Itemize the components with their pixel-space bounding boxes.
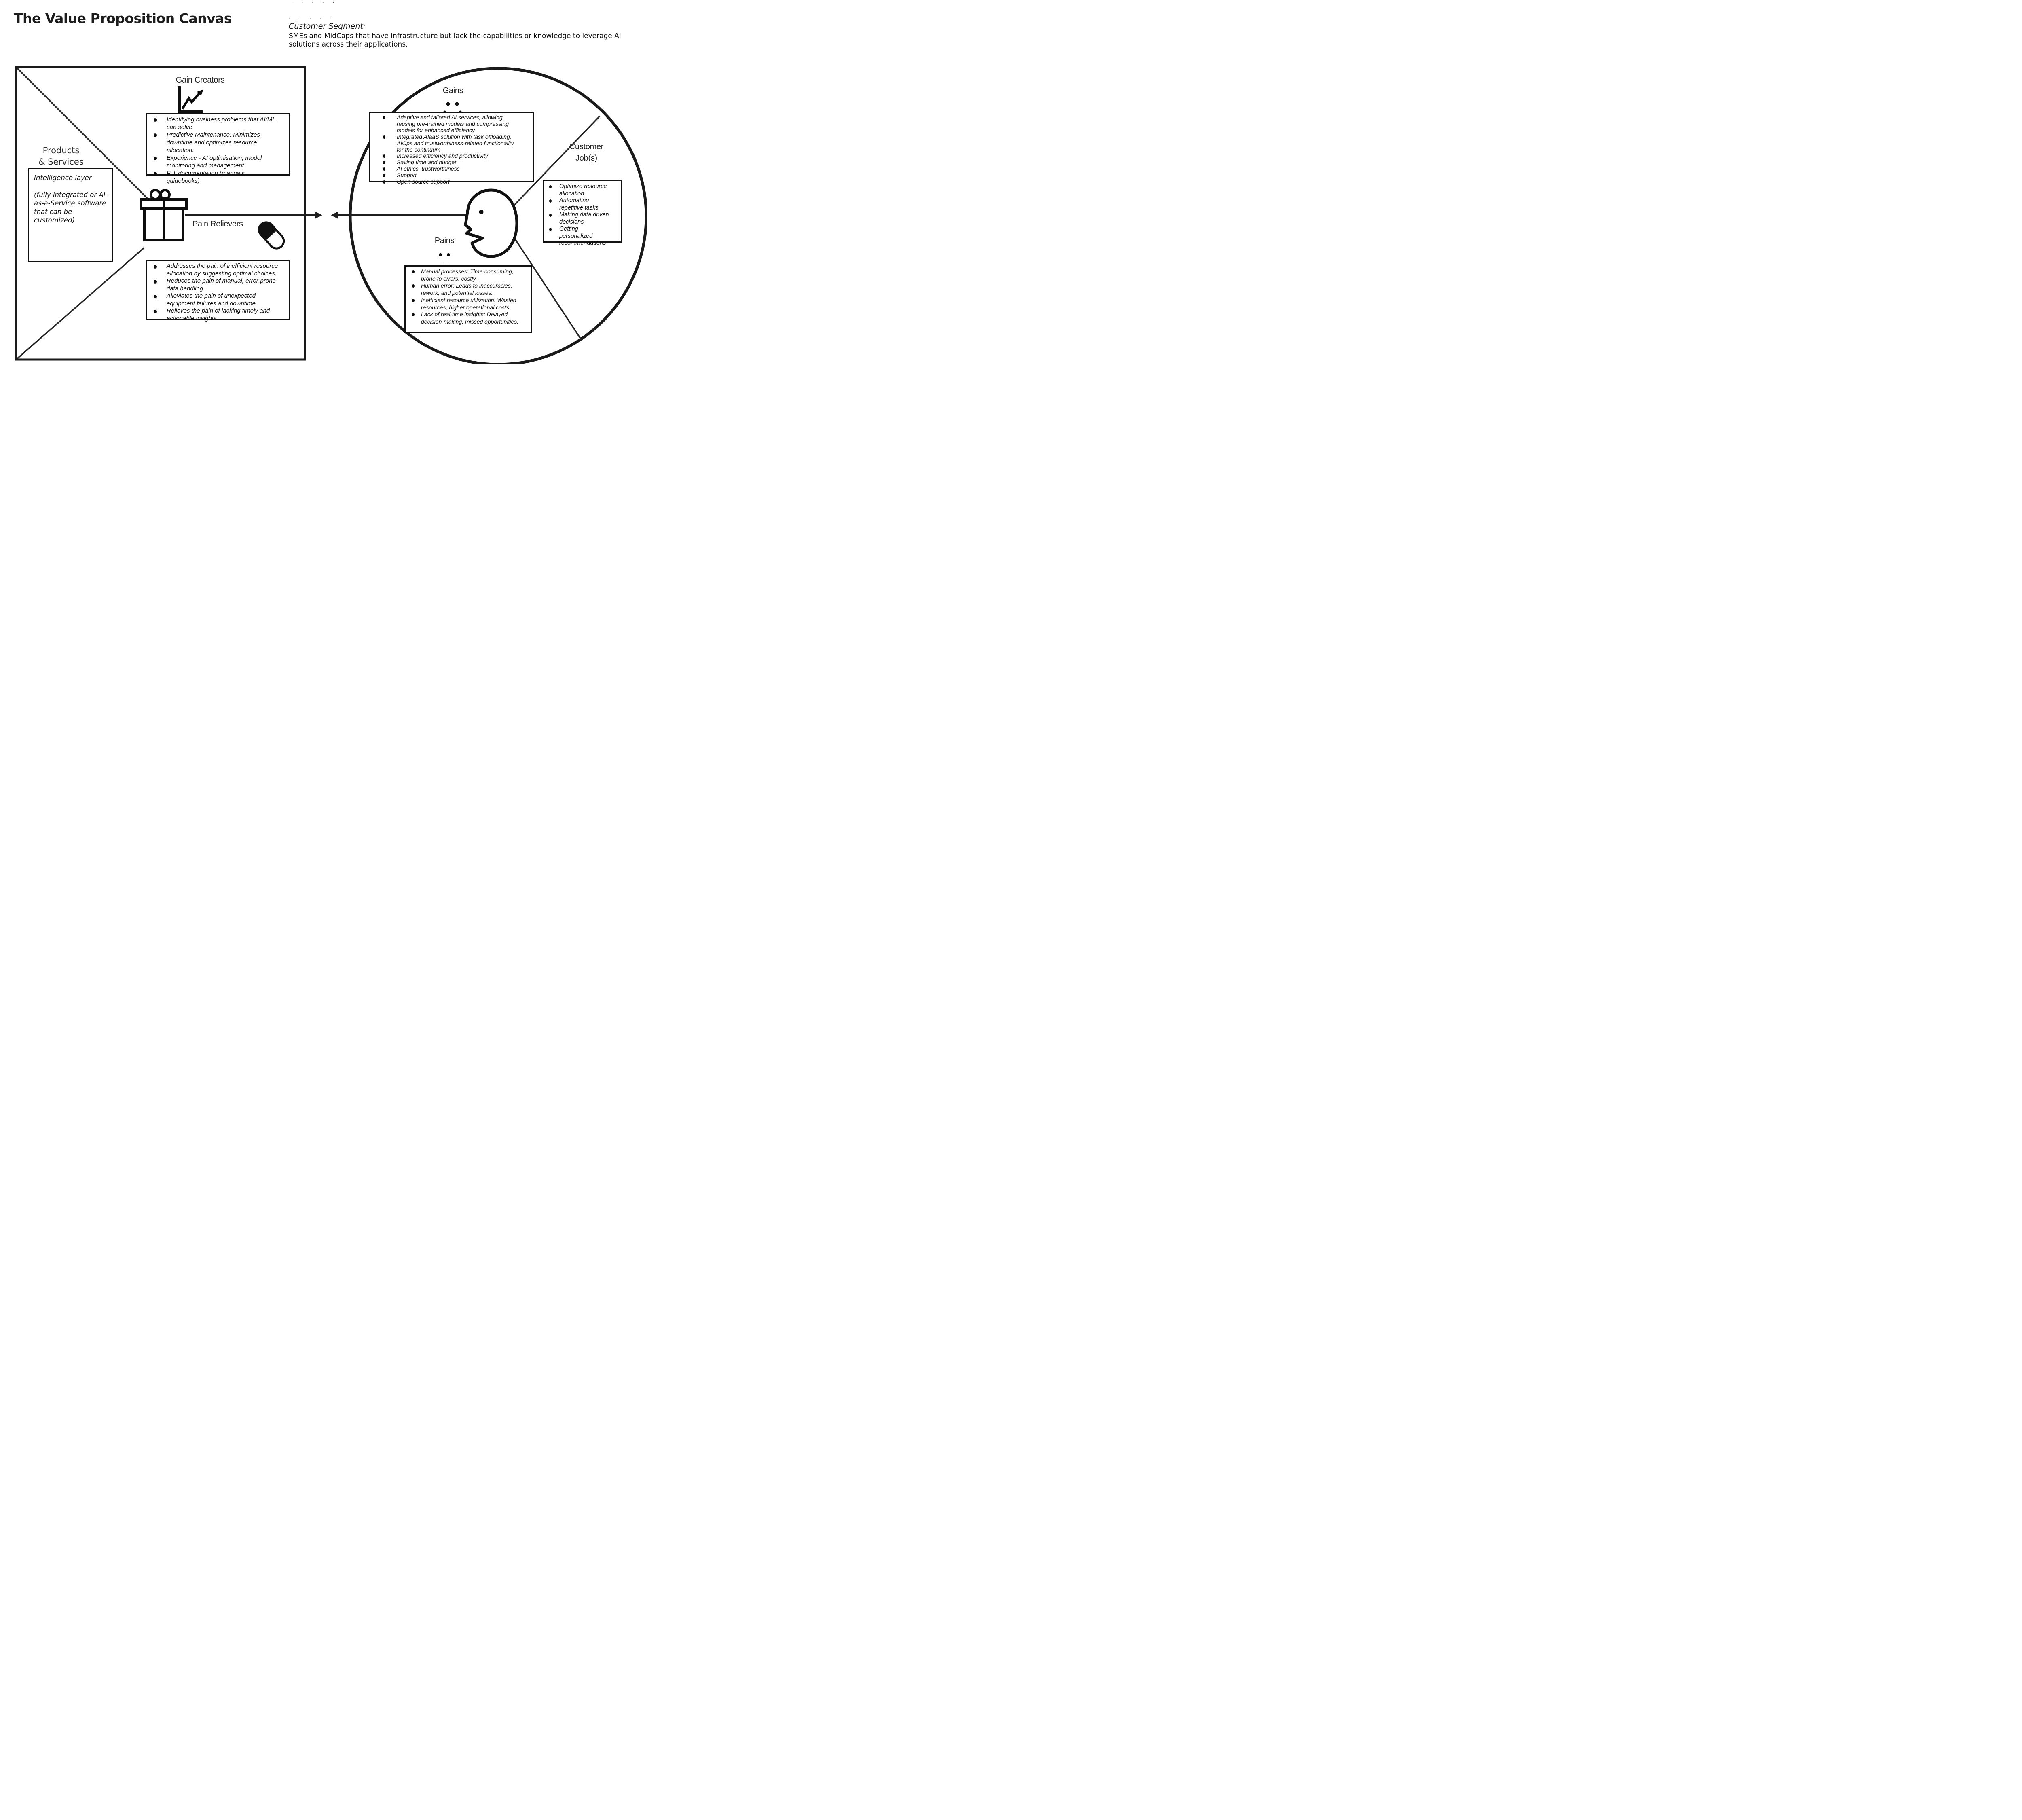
list-item: Reduces the pain of manual, error-prone … <box>147 277 280 292</box>
intelligence-layer-note: (fully integrated or AI-as-a-Service sof… <box>34 191 108 224</box>
right-arrowhead-icon <box>315 212 322 219</box>
list-item: Predictive Maintenance: Minimizes downti… <box>147 131 280 154</box>
pain-relievers-box: Addresses the pain of inefficient resour… <box>146 260 290 322</box>
bullet-icon <box>154 118 157 122</box>
bullet-icon <box>412 298 415 302</box>
customer-segment-description: SMEs and MidCaps that have infrastructur… <box>289 32 621 49</box>
list-item: AI ethics, trustworthiness <box>370 165 515 172</box>
list-item: Alleviates the pain of unexpected equipm… <box>147 292 280 307</box>
growth-chart-icon <box>178 86 203 114</box>
customer-jobs-label-line1: Customer <box>569 142 604 151</box>
square-diagonal-lower <box>16 247 145 360</box>
list-item: Addresses the pain of inefficient resour… <box>147 262 280 277</box>
bullet-icon <box>383 167 385 171</box>
list-item: Inefficient resource utilization: Wasted… <box>406 297 520 311</box>
intelligence-layer-box: Intelligence layer (fully integrated or … <box>28 168 113 262</box>
page-title: The Value Proposition Canvas <box>14 11 232 26</box>
list-item: Manual processes: Time-consuming, prone … <box>406 268 520 282</box>
bullet-icon <box>383 135 385 139</box>
bullet-icon <box>412 313 415 317</box>
gain-creators-label: Gain Creators <box>176 76 225 85</box>
list-item: Lack of real-time insights: Delayed deci… <box>406 311 520 325</box>
pains-box: Manual processes: Time-consuming, prone … <box>404 265 532 333</box>
pill-icon <box>258 221 285 250</box>
bullet-icon <box>154 172 157 176</box>
customer-jobs-box: Optimize resource allocation. Automating… <box>543 180 622 246</box>
list-item: Experience - AI optimisation, model moni… <box>147 154 280 169</box>
bullet-icon <box>549 214 552 217</box>
bullet-icon <box>412 270 415 273</box>
gains-box: Adaptive and tailored AI services, allow… <box>369 112 534 185</box>
bullet-icon <box>154 295 157 298</box>
bullet-icon <box>154 265 157 269</box>
square-diagonal-upper <box>16 67 149 200</box>
list-item: Support <box>370 172 515 179</box>
bullet-icon <box>549 185 552 188</box>
products-services-label-line1: Products <box>42 146 80 155</box>
bullet-icon <box>154 157 157 160</box>
person-profile-icon <box>464 188 518 258</box>
artifact-dots-row: · · · · · <box>291 0 338 6</box>
list-item: Open source support <box>370 178 515 185</box>
circle-divider-upper <box>501 115 601 219</box>
gift-icon <box>140 189 188 241</box>
bullet-icon <box>383 116 385 119</box>
bullet-icon <box>549 228 552 231</box>
bullet-icon <box>383 161 385 165</box>
bullet-icon <box>549 199 552 203</box>
customer-segment-heading: Customer Segment: <box>289 22 366 31</box>
pains-label: Pains <box>434 236 455 245</box>
products-services-label-line2: & Services <box>38 157 84 167</box>
pain-relievers-label: Pain Relievers <box>192 220 243 229</box>
value-proposition-canvas: · · · · · · · · · · · The Value Proposit… <box>0 0 647 364</box>
bullet-icon <box>412 284 415 288</box>
value-map-square <box>15 66 306 361</box>
list-item: Adaptive and tailored AI services, allow… <box>370 114 515 134</box>
bullet-icon <box>154 133 157 137</box>
intelligence-layer-title: Intelligence layer <box>34 174 92 182</box>
bullet-icon <box>154 280 157 284</box>
gain-creators-box: Identifying business problems that AI/ML… <box>146 113 290 184</box>
list-item: Full documentation (manuals, guidebooks) <box>147 169 280 185</box>
list-item: Optimize resource allocation. <box>544 183 613 197</box>
artifact-dot: · <box>296 20 302 25</box>
customer-jobs-label: Customer Job(s) <box>562 141 611 164</box>
list-item: Automating repetitive tasks <box>544 197 613 212</box>
bullet-icon <box>154 310 157 313</box>
list-item: Making data driven decisions <box>544 212 613 226</box>
artifact-dots-row: · · · · · <box>289 15 336 21</box>
list-item: Identifying business problems that AI/ML… <box>147 116 280 131</box>
list-item: Integrated AIaaS solution with task offl… <box>370 133 515 153</box>
list-item: Human error: Leads to inaccuracies, rewo… <box>406 282 520 296</box>
list-item: Increased efficiency and productivity <box>370 152 515 159</box>
products-services-label: Products & Services <box>31 145 91 167</box>
left-arrowhead-icon <box>331 212 338 219</box>
bullet-icon <box>383 180 385 184</box>
bullet-icon <box>383 174 385 178</box>
customer-jobs-label-line2: Job(s) <box>575 154 597 163</box>
bullet-icon <box>383 154 385 158</box>
list-item: Relieves the pain of lacking timely and … <box>147 307 280 322</box>
list-item: Getting personalized recommendations <box>544 226 613 247</box>
list-item: Saving time and budget <box>370 159 515 166</box>
gains-label: Gains <box>442 86 463 95</box>
